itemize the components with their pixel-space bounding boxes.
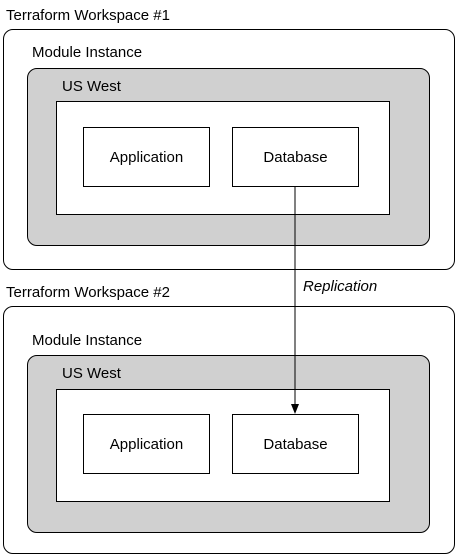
workspace-2-database-node: Database [232, 414, 359, 474]
workspace-2-application-node: Application [83, 414, 210, 474]
workspace-1-module-label: Module Instance [32, 44, 143, 61]
workspace-1-title: Terraform Workspace #1 [6, 7, 170, 24]
replication-label: Replication [303, 278, 378, 295]
replication-arrow-head [291, 404, 299, 414]
workspace-2-module-label: Module Instance [32, 332, 143, 349]
workspace-1-database-label: Database [263, 148, 328, 166]
workspace-2-application-label: Application [109, 435, 184, 453]
workspace-2-database-label: Database [263, 435, 328, 453]
workspace-1-region-label: US West [62, 78, 121, 95]
workspace-2-region-label: US West [62, 365, 121, 382]
workspace-1-application-label: Application [109, 148, 184, 166]
workspace-1-application-node: Application [83, 127, 210, 187]
workspace-1-database-node: Database [232, 127, 359, 187]
workspace-2-title: Terraform Workspace #2 [6, 284, 170, 301]
